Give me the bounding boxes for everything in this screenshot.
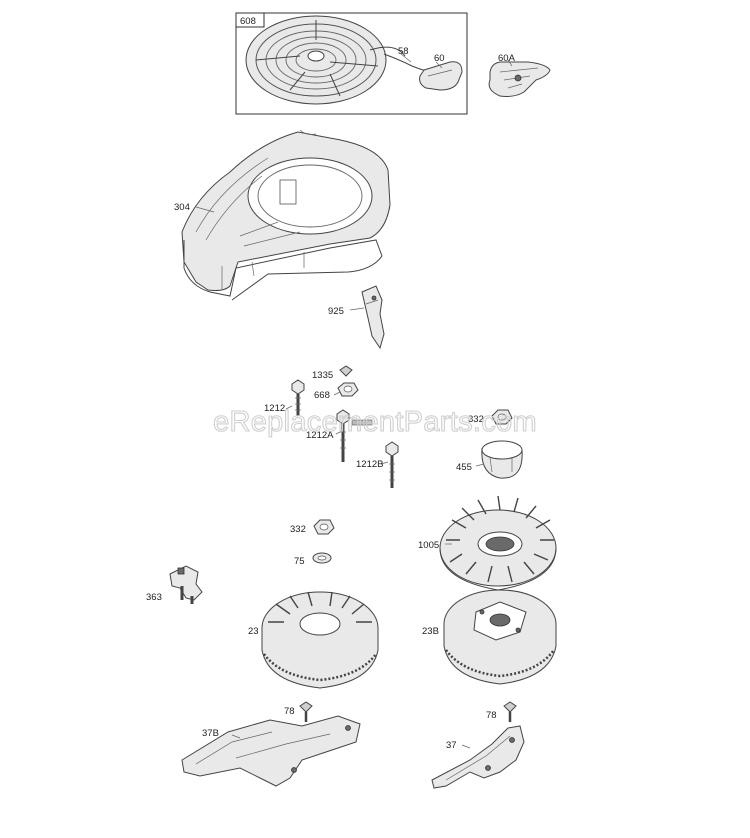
label-332-upper: 332 [468, 414, 484, 425]
blower-housing-icon [181, 129, 391, 301]
starter-assembly-group [235, 12, 468, 115]
starter-handle-icon [419, 61, 463, 91]
cooling-fan-icon [439, 495, 557, 591]
nut-icon [337, 382, 359, 397]
brake-bracket-37B-icon [181, 715, 361, 787]
flywheel-nut-icon [491, 409, 513, 425]
starter-assembly-box [235, 12, 468, 115]
air-guide-icon [361, 285, 385, 350]
label-60A: 60A [498, 53, 516, 64]
label-78-left: 78 [284, 706, 295, 717]
label-668: 668 [314, 390, 330, 401]
ignition-armature-icon [169, 565, 203, 604]
stud-1212A-icon [336, 409, 373, 462]
washer-icon [312, 552, 332, 564]
label-23B: 23B [422, 626, 439, 637]
label-1212: 1212 [264, 403, 285, 414]
label-332-lower: 332 [290, 524, 306, 535]
label-1005: 1005 [418, 540, 439, 551]
label-75: 75 [294, 556, 305, 567]
stud-1212B-icon [385, 441, 399, 488]
label-304: 304 [174, 202, 190, 213]
label-1212B: 1212B [356, 459, 383, 470]
label-box-608 [235, 12, 265, 28]
label-1212A: 1212A [306, 430, 334, 441]
stud-1212-icon [291, 379, 305, 416]
fan-retainer-cup-icon [481, 440, 523, 479]
flywheel-nut-lower-icon [313, 519, 335, 535]
flywheel-23B-icon [443, 589, 557, 685]
starter-grip-icon [488, 61, 551, 97]
screw-icon [339, 365, 353, 377]
label-925: 925 [328, 306, 344, 317]
label-37B: 37B [202, 728, 219, 739]
screw-78b-icon [503, 701, 517, 722]
label-23: 23 [248, 626, 259, 637]
label-455: 455 [456, 462, 472, 473]
label-37: 37 [446, 740, 457, 751]
watermark: eReplacementParts.com [213, 406, 537, 438]
label-1335: 1335 [312, 370, 333, 381]
label-60: 60 [434, 53, 445, 64]
label-78-right: 78 [486, 710, 497, 721]
brake-lever-37-icon [431, 725, 525, 789]
screw-78a-icon [299, 701, 313, 722]
flywheel-23-icon [261, 591, 379, 689]
rewind-starter-icon [245, 15, 406, 105]
label-608: 608 [240, 16, 256, 27]
label-363: 363 [146, 592, 162, 603]
label-58: 58 [398, 46, 409, 57]
